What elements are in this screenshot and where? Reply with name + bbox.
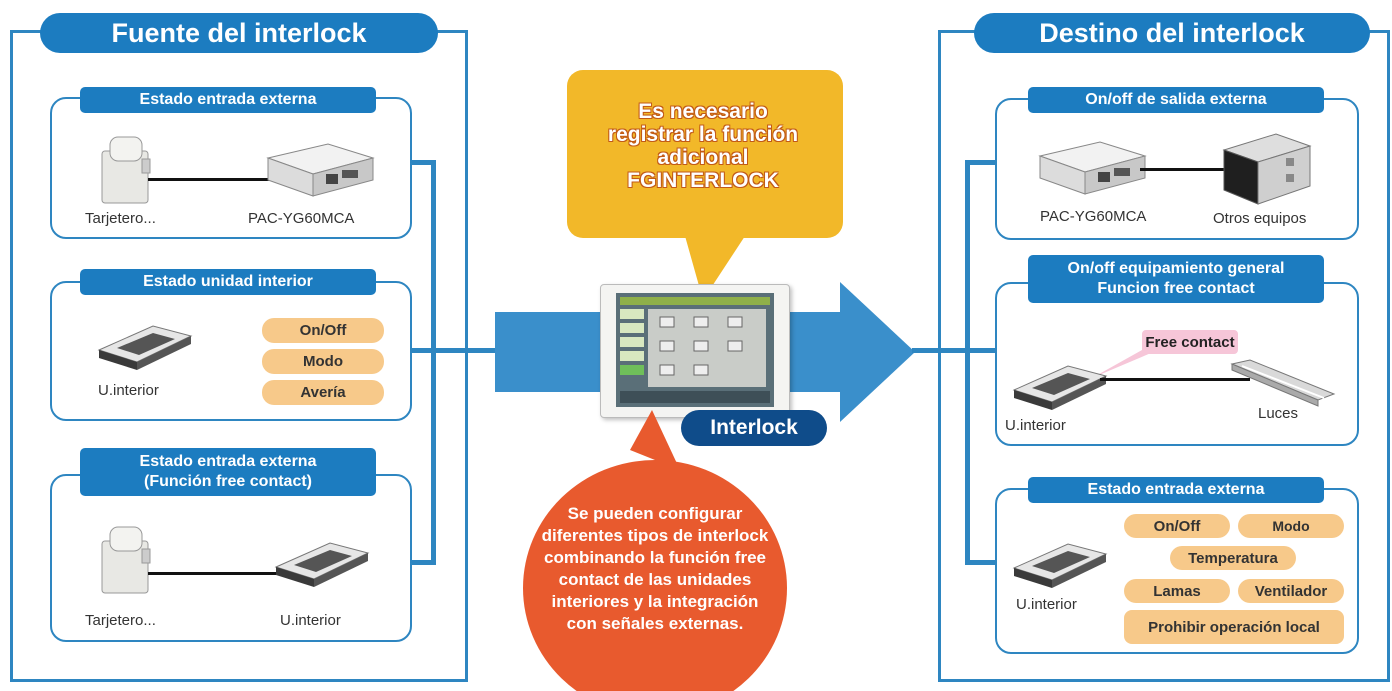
left-connector xyxy=(408,348,436,353)
left-connector xyxy=(408,560,436,565)
card-title-line: Estado entrada externa xyxy=(139,453,317,470)
left-frame-title: Fuente del interlock xyxy=(40,13,438,53)
right-connector xyxy=(965,560,997,565)
pac-yg60mca-icon xyxy=(1038,141,1147,195)
right-connector xyxy=(965,160,997,165)
wire xyxy=(1100,378,1250,381)
pill-modo: Modo xyxy=(262,349,384,374)
interlock-badge: Interlock xyxy=(681,410,827,446)
tag-pointer xyxy=(1092,350,1158,378)
card-title: Estado entrada externa xyxy=(80,87,376,113)
card-title: Estado entrada externa (Función free con… xyxy=(80,448,376,496)
device-label: U.interior xyxy=(98,382,159,399)
right-bus xyxy=(965,160,970,565)
pill-averia: Avería xyxy=(262,380,384,405)
indoor-unit-icon xyxy=(97,325,193,370)
bubble-line: con señales externas. xyxy=(566,614,744,633)
other-equipment-icon xyxy=(1222,133,1312,205)
pac-yg60mca-icon xyxy=(266,143,375,197)
callout-line: registrar la función xyxy=(607,123,799,146)
lights-icon xyxy=(1230,359,1336,407)
right-connector xyxy=(965,348,997,353)
card-title: Estado entrada externa xyxy=(1028,477,1324,503)
card-title-line: On/off equipamiento general xyxy=(1067,260,1285,277)
right-frame-title: Destino del interlock xyxy=(974,13,1370,53)
red-bubble xyxy=(523,410,787,691)
bubble-line: combinando la función free xyxy=(544,548,766,567)
card-reader-icon xyxy=(101,526,151,594)
device-label: U.interior xyxy=(280,612,341,629)
bubble-line: contact de las unidades xyxy=(558,570,752,589)
pill-onoff: On/Off xyxy=(1124,514,1230,538)
pill-modo: Modo xyxy=(1238,514,1344,538)
indoor-unit-icon xyxy=(1012,543,1108,588)
bubble-line: interiores y la integración xyxy=(551,592,759,611)
pill-temperatura: Temperatura xyxy=(1170,546,1296,570)
wire xyxy=(148,572,288,575)
card-title-line: Funcion free contact xyxy=(1097,280,1255,297)
device-label: PAC-YG60MCA xyxy=(1040,208,1147,225)
card-title: On/off equipamiento general Funcion free… xyxy=(1028,255,1324,303)
callout-text: Es necesario registrar la función adicio… xyxy=(572,100,834,192)
indoor-unit-icon xyxy=(274,542,370,587)
pill-prohibir-operacion-local: Prohibir operación local xyxy=(1124,610,1344,644)
pill-onoff: On/Off xyxy=(262,318,384,343)
right-bus-in xyxy=(912,348,970,353)
wire xyxy=(1140,168,1230,171)
card-title: Estado unidad interior xyxy=(80,269,376,295)
device-label: Otros equipos xyxy=(1213,210,1307,227)
device-label: U.interior xyxy=(1016,596,1077,613)
device-label: Tarjetero... xyxy=(85,612,156,629)
card-on-off-equipamiento-general xyxy=(995,282,1359,446)
pill-lamas: Lamas xyxy=(1124,579,1230,603)
card-title-line: (Función free contact) xyxy=(143,473,312,490)
wire xyxy=(148,178,278,181)
bubble-line: Se pueden configurar xyxy=(567,504,743,523)
left-connector xyxy=(408,160,436,165)
device-label: Luces xyxy=(1258,405,1299,422)
device-label: Tarjetero... xyxy=(85,210,156,227)
left-bus-out xyxy=(431,348,501,353)
controller-screen xyxy=(616,293,774,407)
callout-line: FGINTERLOCK xyxy=(627,169,779,192)
indoor-unit-icon xyxy=(1012,365,1108,410)
device-label: U.interior xyxy=(1005,417,1066,434)
card-reader-icon xyxy=(101,136,151,204)
left-bus xyxy=(431,160,436,565)
bubble-text: Se pueden configurar diferentes tipos de… xyxy=(530,503,780,635)
callout-line: adicional xyxy=(657,146,749,169)
callout-line: Es necesario xyxy=(638,100,768,123)
card-title: On/off de salida externa xyxy=(1028,87,1324,113)
pill-ventilador: Ventilador xyxy=(1238,579,1344,603)
device-label: PAC-YG60MCA xyxy=(248,210,355,227)
bubble-line: diferentes tipos de interlock xyxy=(541,526,769,545)
